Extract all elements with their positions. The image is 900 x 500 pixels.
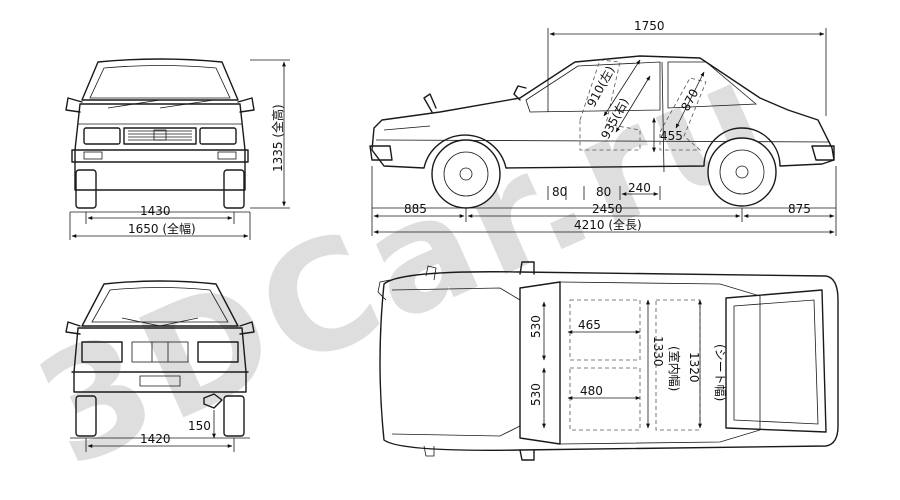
rear-overhang-dim: 875 <box>788 202 811 216</box>
front-view: 1335 (全高) 1430 1650 (全幅) <box>65 58 290 240</box>
ground-a-dim: 80 <box>552 185 567 199</box>
front-overhang-dim: 885 <box>404 202 427 216</box>
seat-offset-dim: 240 <box>628 181 651 195</box>
seat-width-dim: 1320 <box>687 352 701 383</box>
top-view: 530 530 465 480 1330 (室内幅) 1320 (シート幅) <box>377 261 839 461</box>
side-top-dim: 1750 <box>634 19 665 33</box>
front-seat-width-dim: 465 <box>578 318 601 332</box>
rear-view: 1420 150 <box>65 280 255 452</box>
side-view: 1750 910(左) 935(右) 870 455 80 80 240 885… <box>369 19 837 236</box>
seat-width-label: (シート幅) <box>713 344 728 401</box>
ground-b-dim: 80 <box>596 185 611 199</box>
wheelbase-dim: 2450 <box>592 202 623 216</box>
front-height-dim: 1335 (全高) <box>270 104 285 172</box>
hitch-dim: 150 <box>188 419 211 433</box>
seat-row-lower-dim: 530 <box>529 383 543 406</box>
front-width-dim: 1650 (全幅) <box>128 221 196 236</box>
watermark: 3DCar.ru <box>14 25 796 500</box>
length-dim: 4210 (全長) <box>574 217 642 232</box>
interior-width-label: (室内幅) <box>667 346 682 391</box>
rear-seat-width-dim: 480 <box>580 384 603 398</box>
seat-row-upper-dim: 530 <box>529 315 543 338</box>
seat-height-dim: 455 <box>660 129 683 143</box>
interior-width-dim: 1330 <box>651 336 665 367</box>
front-track-dim: 1430 <box>140 204 171 218</box>
rear-track-dim: 1420 <box>140 432 171 446</box>
